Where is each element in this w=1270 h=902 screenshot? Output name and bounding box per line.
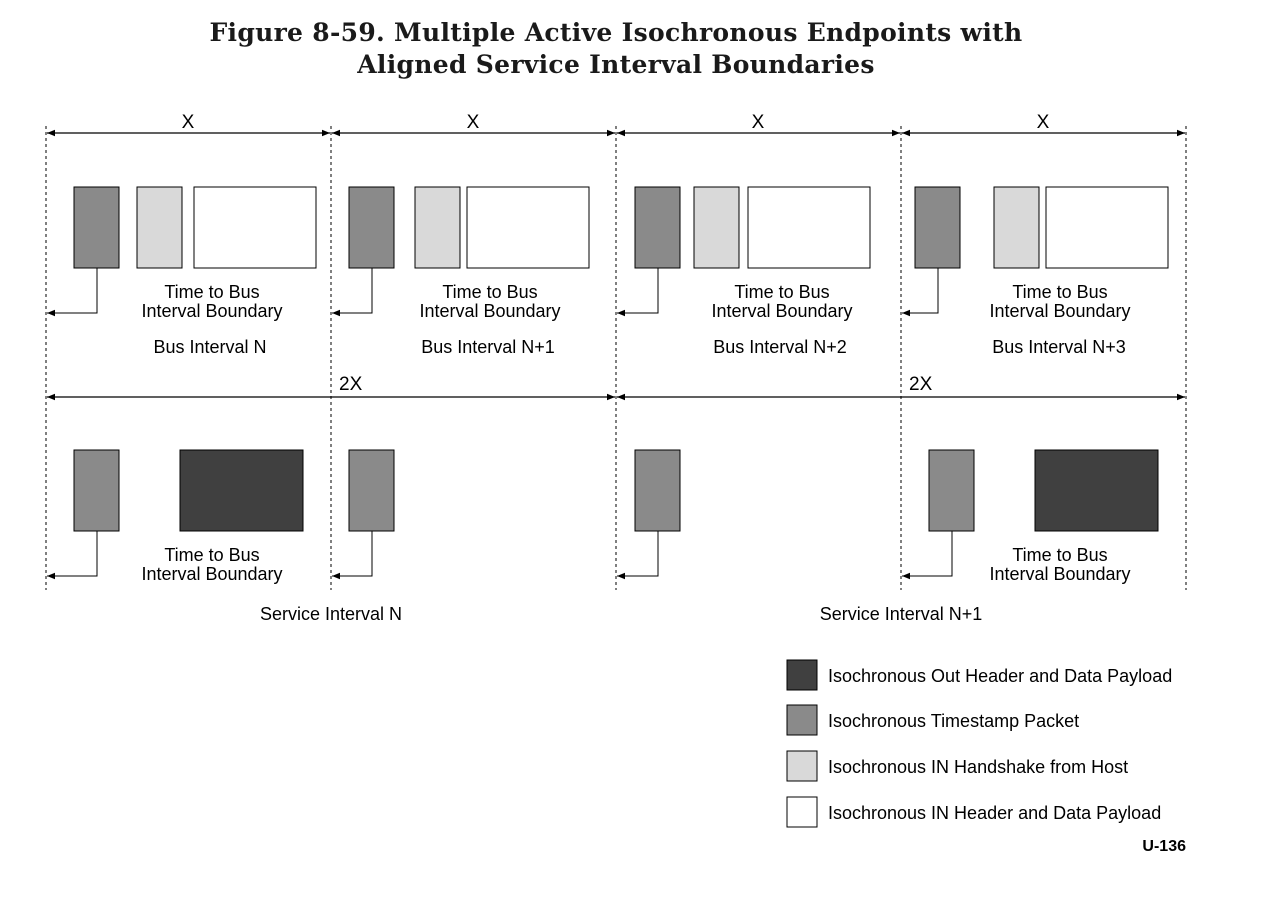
bus-interval-name: Bus Interval N (153, 337, 266, 357)
dimension-label: X (1037, 112, 1050, 133)
in-payload-packet (193, 186, 317, 269)
time-to-bus-label: Time to Bus (1012, 282, 1107, 302)
timestamp-packet (348, 449, 395, 532)
timestamp-packet (634, 186, 681, 269)
time-to-boundary-arrow (617, 268, 659, 317)
time-to-boundary-arrow (617, 531, 659, 580)
time-to-boundary-arrow (47, 531, 98, 580)
dimension-label: X (752, 112, 765, 133)
dimension-label: 2X (909, 374, 933, 395)
timestamp-packet (634, 449, 681, 532)
figure-id: U-136 (1142, 838, 1186, 855)
time-to-boundary-arrow (902, 268, 939, 317)
legend-swatch-in-payload (786, 796, 818, 828)
in-handshake-packet (414, 186, 461, 269)
timestamp-packet (928, 449, 975, 532)
time-to-bus-label: Time to Bus (734, 282, 829, 302)
timestamp-packet (914, 186, 961, 269)
service-interval-dimensions: 2X 2X (47, 374, 1185, 401)
interval-boundary-label: Interval Boundary (141, 301, 282, 321)
timestamp-packet (348, 186, 395, 269)
interval-boundary-label: Interval Boundary (419, 301, 560, 321)
out-payload-packet (1034, 449, 1159, 532)
time-to-bus-label: Time to Bus (164, 545, 259, 565)
timestamp-packet (73, 449, 120, 532)
service-interval-name: Service Interval N+1 (820, 604, 983, 624)
bus-interval-row: Time to Bus Interval Boundary Bus Interv… (47, 186, 1169, 357)
dimension-label: 2X (339, 374, 363, 395)
time-to-bus-label: Time to Bus (442, 282, 537, 302)
figure-title-line-1: Figure 8-59. Multiple Active Isochronous… (209, 18, 1023, 47)
dimension-label: X (182, 112, 195, 133)
in-handshake-packet (993, 186, 1040, 269)
legend-label: Isochronous IN Header and Data Payload (828, 803, 1161, 823)
bus-interval-dimensions: X X X X (47, 112, 1185, 137)
legend-label: Isochronous IN Handshake from Host (828, 757, 1128, 777)
time-to-boundary-arrow (47, 268, 98, 317)
bus-interval-name: Bus Interval N+1 (421, 337, 555, 357)
bus-interval-name: Bus Interval N+3 (992, 337, 1126, 357)
boundary-lines (45, 126, 1187, 590)
service-interval-row: Time to Bus Interval Boundary Time to Bu… (47, 449, 1159, 624)
legend-swatch-in-handshake (786, 750, 818, 782)
in-handshake-packet (693, 186, 740, 269)
in-payload-packet (747, 186, 871, 269)
legend-swatch-timestamp (786, 704, 818, 736)
bus-interval-name: Bus Interval N+2 (713, 337, 847, 357)
service-interval-name: Service Interval N (260, 604, 402, 624)
interval-boundary-label: Interval Boundary (711, 301, 852, 321)
time-to-bus-label: Time to Bus (1012, 545, 1107, 565)
legend: Isochronous Out Header and Data Payload … (786, 659, 1172, 828)
interval-boundary-label: Interval Boundary (141, 564, 282, 584)
in-payload-packet (1045, 186, 1169, 269)
time-to-bus-label: Time to Bus (164, 282, 259, 302)
time-to-boundary-arrow (332, 268, 373, 317)
time-to-boundary-arrow (902, 531, 953, 580)
legend-swatch-out-payload (786, 659, 818, 691)
interval-boundary-label: Interval Boundary (989, 564, 1130, 584)
legend-label: Isochronous Out Header and Data Payload (828, 666, 1172, 686)
legend-label: Isochronous Timestamp Packet (828, 711, 1079, 731)
time-to-boundary-arrow (332, 531, 373, 580)
dimension-label: X (467, 112, 480, 133)
out-payload-packet (179, 449, 304, 532)
interval-boundary-label: Interval Boundary (989, 301, 1130, 321)
in-handshake-packet (136, 186, 183, 269)
figure-title-line-2: Aligned Service Interval Boundaries (357, 50, 875, 79)
in-payload-packet (466, 186, 590, 269)
timestamp-packet (73, 186, 120, 269)
